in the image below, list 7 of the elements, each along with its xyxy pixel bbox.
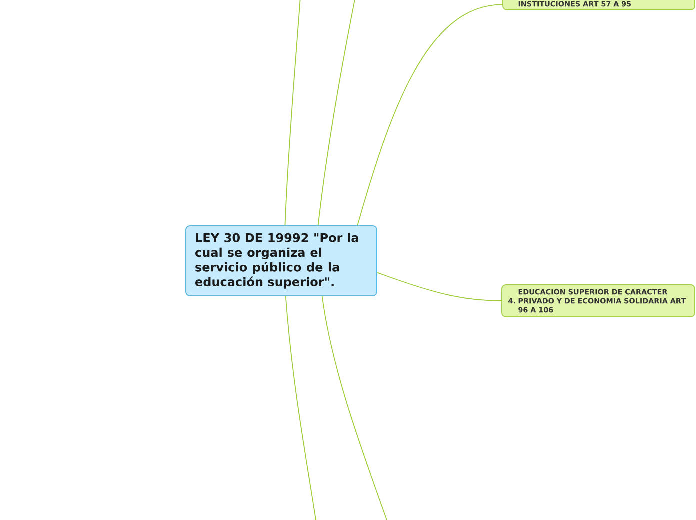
connector-line bbox=[318, 0, 356, 226]
central-topic-box: LEY 30 DE 19992 "Por la cual se organiza el servicio público de la educación superior". bbox=[186, 226, 378, 296]
connector-line bbox=[377, 272, 502, 302]
connector-line bbox=[284, 0, 301, 226]
connector-line bbox=[285, 296, 317, 520]
connector-line bbox=[357, 4, 503, 226]
connector-line bbox=[322, 296, 388, 520]
